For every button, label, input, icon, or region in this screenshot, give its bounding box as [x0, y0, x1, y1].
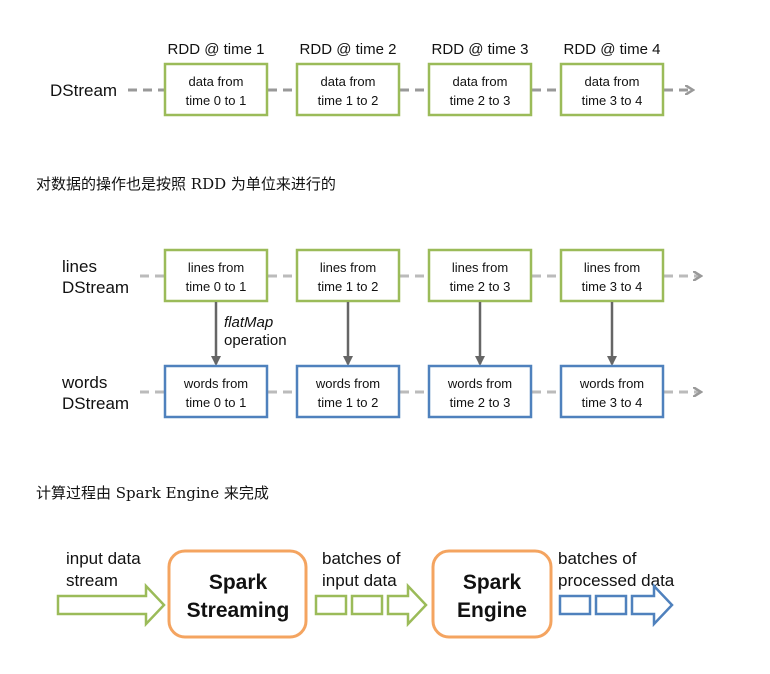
- rdd-text: time 0 to 1: [186, 93, 247, 108]
- input-batch: [314, 594, 348, 616]
- lines-label: DStream: [62, 278, 129, 297]
- input-stream-label: stream: [66, 571, 118, 590]
- operation-label: operation: [224, 332, 287, 349]
- lines-text: time 0 to 1: [186, 279, 247, 294]
- words-text: words from: [579, 376, 644, 391]
- lines-text: lines from: [452, 260, 508, 275]
- processed-batch: [558, 594, 592, 616]
- rdd-text: time 2 to 3: [450, 93, 511, 108]
- rdd-box: [427, 62, 533, 117]
- rdd-header: RDD @ time 3: [432, 41, 529, 58]
- processed-batch-arrow: [630, 582, 674, 628]
- words-box: [427, 364, 533, 419]
- batches-input-label: input data: [322, 571, 397, 590]
- rdd-text: data from: [321, 74, 376, 89]
- rdd-text: data from: [585, 74, 640, 89]
- words-label: words: [61, 373, 107, 392]
- diagram-pipeline: input data stream Spark Streaming batche…: [56, 549, 675, 639]
- rdd-header: RDD @ time 4: [564, 41, 661, 58]
- words-label: DStream: [62, 394, 129, 413]
- rdd-text: data from: [453, 74, 508, 89]
- input-stream-arrow: [56, 582, 166, 628]
- words-box: [163, 364, 269, 419]
- spark-engine-text: Engine: [457, 599, 527, 622]
- lines-box: [163, 248, 269, 303]
- words-text: words from: [447, 376, 512, 391]
- words-text: time 2 to 3: [450, 395, 511, 410]
- lines-text: lines from: [188, 260, 244, 275]
- diagram-dstream: DStream RDD @ time 1 data from time 0 to…: [50, 41, 692, 117]
- rdd-text: time 3 to 4: [582, 93, 643, 108]
- spark-streaming-text: Streaming: [187, 599, 290, 622]
- rdd-text: data from: [189, 74, 244, 89]
- batches-processed-label: processed data: [558, 571, 675, 590]
- flatmap-label: flatMap: [224, 314, 273, 331]
- caption-rdd-operations: 对数据的操作也是按照 RDD 为单位来进行的: [36, 175, 336, 193]
- input-stream-label: input data: [66, 549, 141, 568]
- rdd-text: time 1 to 2: [318, 93, 379, 108]
- words-box: [559, 364, 665, 419]
- lines-box: [295, 248, 401, 303]
- diagram-flatmap: lines DStream words DStream lines from t…: [61, 248, 700, 419]
- lines-text: time 1 to 2: [318, 279, 379, 294]
- words-text: time 0 to 1: [186, 395, 247, 410]
- lines-box: [427, 248, 533, 303]
- words-text: words from: [183, 376, 248, 391]
- lines-text: lines from: [320, 260, 376, 275]
- words-text: time 1 to 2: [318, 395, 379, 410]
- rdd-box: [295, 62, 401, 117]
- dstream-label: DStream: [50, 81, 117, 100]
- spark-engine-box: [431, 549, 553, 639]
- lines-text: time 3 to 4: [582, 279, 643, 294]
- lines-text: lines from: [584, 260, 640, 275]
- lines-text: time 2 to 3: [450, 279, 511, 294]
- rdd-box: [163, 62, 269, 117]
- spark-engine-text: Spark: [463, 571, 522, 594]
- words-text: time 3 to 4: [582, 395, 643, 410]
- input-batch-arrow: [386, 582, 428, 628]
- spark-streaming-text: Spark: [209, 571, 268, 594]
- batches-processed-label: batches of: [558, 549, 637, 568]
- words-text: words from: [315, 376, 380, 391]
- lines-box: [559, 248, 665, 303]
- spark-streaming-box: [167, 549, 308, 639]
- rdd-header: RDD @ time 2: [300, 41, 397, 58]
- rdd-box: [559, 62, 665, 117]
- batches-input-label: batches of: [322, 549, 401, 568]
- input-batch: [350, 594, 384, 616]
- lines-label: lines: [62, 257, 97, 276]
- caption-spark-engine: 计算过程由 Spark Engine 来完成: [36, 484, 269, 502]
- processed-batch: [594, 594, 628, 616]
- words-box: [295, 364, 401, 419]
- rdd-header: RDD @ time 1: [168, 41, 265, 58]
